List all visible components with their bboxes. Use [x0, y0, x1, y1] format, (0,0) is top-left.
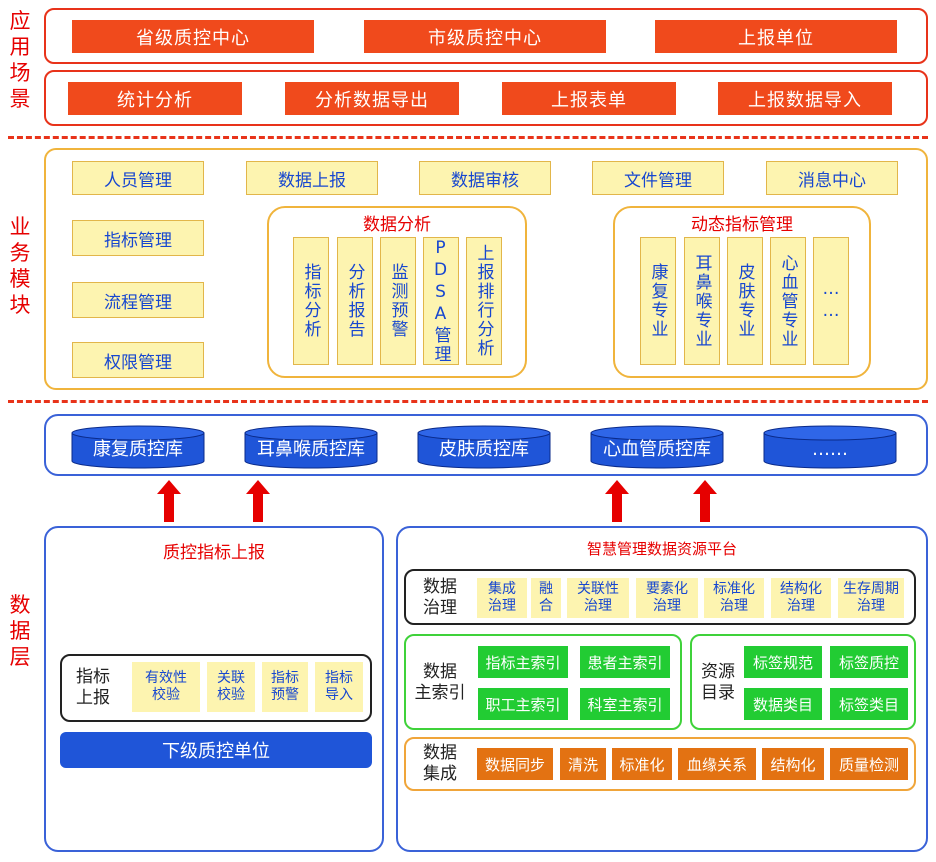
- reporting-box-label: 指标上报: [76, 667, 110, 708]
- database-label: 康复质控库: [93, 439, 183, 460]
- section-label-data: 数据层: [9, 593, 31, 669]
- database-label: 心血管质控库: [603, 439, 711, 460]
- biz-left-process[interactable]: 流程管理: [72, 282, 204, 318]
- analysis-item-pdsa[interactable]: PDSA管理: [423, 237, 459, 365]
- arrow-up-icon: [157, 480, 181, 522]
- arrow-up-icon: [246, 480, 270, 522]
- integration-item[interactable]: 清洗: [560, 748, 606, 780]
- master-item-staff[interactable]: 职工主索引: [478, 688, 568, 720]
- master-item-indicator[interactable]: 指标主索引: [478, 646, 568, 678]
- divider-top: [8, 136, 928, 139]
- master-index-label: 数据主索引: [414, 662, 466, 703]
- integration-box: [404, 737, 916, 791]
- database-cylinder[interactable]: ……: [763, 425, 897, 469]
- databases-frame: [44, 414, 928, 476]
- biz-top-message-center[interactable]: 消息中心: [766, 161, 898, 195]
- biz-top-data-report[interactable]: 数据上报: [246, 161, 378, 195]
- database-label: 耳鼻喉质控库: [257, 439, 365, 460]
- dynamic-item-more[interactable]: ……: [813, 237, 849, 365]
- app-item-statistics[interactable]: 统计分析: [68, 82, 242, 115]
- dynamic-item-rehab[interactable]: 康复专业: [640, 237, 676, 365]
- governance-item[interactable]: 生存周期治理: [838, 578, 904, 618]
- governance-item[interactable]: 要素化治理: [636, 578, 698, 618]
- section-label-application: 应用场景: [9, 9, 31, 111]
- reporting-frame: [44, 526, 384, 852]
- database-cylinder[interactable]: 耳鼻喉质控库: [244, 425, 378, 469]
- biz-top-data-audit[interactable]: 数据审核: [419, 161, 551, 195]
- analysis-item-monitor[interactable]: 监测预警: [380, 237, 416, 365]
- catalog-item-tag-qc[interactable]: 标签质控: [830, 646, 908, 678]
- governance-item[interactable]: 结构化治理: [771, 578, 831, 618]
- app-item-report-form[interactable]: 上报表单: [502, 82, 676, 115]
- integration-item[interactable]: 血缘关系: [678, 748, 756, 780]
- master-item-department[interactable]: 科室主索引: [580, 688, 670, 720]
- biz-top-personnel[interactable]: 人员管理: [72, 161, 204, 195]
- divider-bottom: [8, 400, 928, 403]
- application-row1-frame: [44, 8, 928, 64]
- governance-label: 数据治理: [423, 577, 457, 618]
- arrow-up-icon: [693, 480, 717, 522]
- governance-item[interactable]: 集成治理: [477, 578, 527, 618]
- dynamic-item-ent[interactable]: 耳鼻喉专业: [684, 237, 720, 365]
- reporting-title: 质控指标上报: [163, 543, 265, 563]
- dynamic-group: [613, 206, 871, 378]
- platform-title: 智慧管理数据资源平台: [586, 540, 737, 558]
- catalog-item-tag-spec[interactable]: 标签规范: [744, 646, 822, 678]
- integration-item[interactable]: 标准化: [612, 748, 672, 780]
- governance-item[interactable]: 关联性治理: [567, 578, 629, 618]
- dynamic-item-cardio[interactable]: 心血管专业: [770, 237, 806, 365]
- database-label: 皮肤质控库: [439, 439, 529, 460]
- app-item-reporting-unit[interactable]: 上报单位: [655, 20, 897, 53]
- master-index-box: [404, 634, 682, 730]
- dynamic-title: 动态指标管理: [691, 215, 793, 235]
- resource-catalog-box: [690, 634, 916, 730]
- resource-catalog-label: 资源目录: [701, 662, 735, 703]
- catalog-item-data-category[interactable]: 数据类目: [744, 688, 822, 720]
- integration-item[interactable]: 结构化: [762, 748, 824, 780]
- reporting-item-validity[interactable]: 有效性校验: [132, 662, 200, 712]
- reporting-item-warning[interactable]: 指标预警: [262, 662, 308, 712]
- database-cylinder[interactable]: 皮肤质控库: [417, 425, 551, 469]
- catalog-item-tag-category[interactable]: 标签类目: [830, 688, 908, 720]
- database-label: ……: [812, 439, 848, 460]
- subordinate-unit-button[interactable]: 下级质控单位: [60, 732, 372, 768]
- integration-item[interactable]: 质量检测: [830, 748, 908, 780]
- databases-svg: 康复质控库耳鼻喉质控库皮肤质控库心血管质控库……HISEMRDRG……: [71, 425, 897, 469]
- database-cylinder[interactable]: 康复质控库: [71, 425, 205, 469]
- database-cylinder[interactable]: 心血管质控库: [590, 425, 724, 469]
- analysis-title: 数据分析: [363, 215, 431, 235]
- app-item-export[interactable]: 分析数据导出: [285, 82, 459, 115]
- biz-left-indicator[interactable]: 指标管理: [72, 220, 204, 256]
- app-item-municipal[interactable]: 市级质控中心: [364, 20, 606, 53]
- analysis-item-ranking[interactable]: 上报排行分析: [466, 237, 502, 365]
- reporting-item-association[interactable]: 关联校验: [207, 662, 255, 712]
- governance-item[interactable]: 标准化治理: [704, 578, 764, 618]
- app-item-import[interactable]: 上报数据导入: [718, 82, 892, 115]
- application-row2-frame: [44, 70, 928, 126]
- dynamic-item-derm[interactable]: 皮肤专业: [727, 237, 763, 365]
- section-label-business: 业务模块: [9, 215, 31, 317]
- master-item-patient[interactable]: 患者主索引: [580, 646, 670, 678]
- biz-left-permission[interactable]: 权限管理: [72, 342, 204, 378]
- integration-label: 数据集成: [423, 743, 457, 784]
- arrow-up-icon: [605, 480, 629, 522]
- biz-top-file-mgmt[interactable]: 文件管理: [592, 161, 724, 195]
- integration-item[interactable]: 数据同步: [477, 748, 553, 780]
- analysis-item-report[interactable]: 分析报告: [337, 237, 373, 365]
- analysis-item-indicator[interactable]: 指标分析: [293, 237, 329, 365]
- analysis-group: [267, 206, 527, 378]
- governance-item[interactable]: 融合: [531, 578, 561, 618]
- business-frame: [44, 148, 928, 390]
- reporting-item-import[interactable]: 指标导入: [315, 662, 363, 712]
- app-item-provincial[interactable]: 省级质控中心: [72, 20, 314, 53]
- up-arrows: [157, 480, 717, 522]
- platform-frame: [396, 526, 928, 852]
